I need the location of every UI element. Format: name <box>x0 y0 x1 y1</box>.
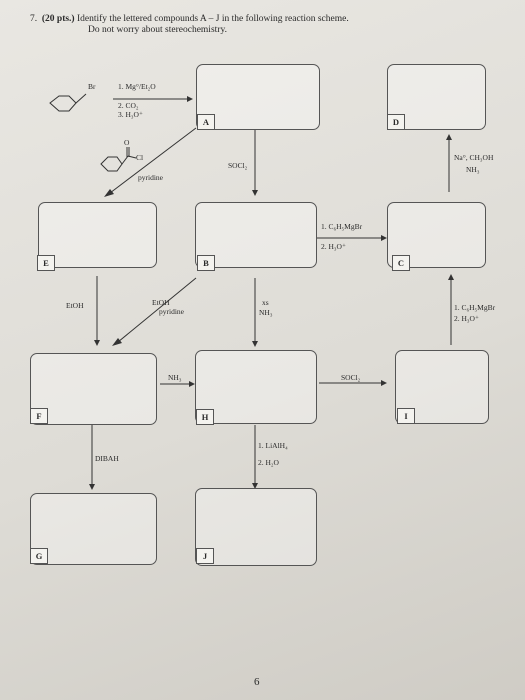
compound-box-h <box>195 350 317 424</box>
etoh-reagent-e: EtOH <box>66 301 84 310</box>
letter-j: J <box>196 548 214 564</box>
nh3-reagent-h: NH₃ <box>168 373 182 382</box>
etoh-reagent-b: EtOH <box>152 298 170 307</box>
compound-box-f <box>30 353 157 425</box>
bromo-label: Br <box>88 82 96 91</box>
pyridine-reagent-b: pyridine <box>159 307 184 316</box>
question-header: 7. (20 pts.) Identify the lettered compo… <box>30 14 349 36</box>
compound-box-g <box>30 493 157 565</box>
letter-f: F <box>30 408 48 424</box>
letter-e: E <box>37 255 55 271</box>
grignard-c-step2: 2. H₃O⁺ <box>454 314 479 323</box>
lialh4-step1: 1. LiAlH₄ <box>258 441 288 450</box>
compound-box-b <box>195 202 317 268</box>
letter-c: C <box>392 255 410 271</box>
letter-b: B <box>197 255 215 271</box>
letter-d: D <box>387 114 405 130</box>
question-line1: Identify the lettered compounds A – J in… <box>76 14 349 24</box>
pyridine-label: pyridine <box>138 173 163 182</box>
compound-box-e <box>38 202 157 268</box>
letter-i: I <box>397 408 415 424</box>
acyl-chlorine-label: Cl <box>136 153 144 162</box>
grignard-step1: 1. C₆H₅MgBr <box>321 222 363 231</box>
cyclohexyl-bromide-structure <box>49 93 87 112</box>
reagent-step3: 3. H₃O⁺ <box>118 110 143 119</box>
socl2-reagent-b: SOCl₂ <box>228 161 248 170</box>
nh3-excess-reagent: NH₃ <box>259 308 273 317</box>
grignard-step2: 2. H₃O⁺ <box>321 242 346 251</box>
question-points: (20 pts.) <box>41 14 75 24</box>
compound-box-j <box>195 488 317 566</box>
letter-g: G <box>30 548 48 564</box>
na-methanol-reagent: Na°, CH₃OH <box>454 153 494 162</box>
xs-label: xs <box>262 298 269 307</box>
question-line2: Do not worry about stereochemistry. <box>88 25 227 35</box>
acyl-chloride-structure <box>100 147 137 172</box>
dibah-reagent: DIBAH <box>95 454 119 463</box>
reagent-step2: 2. CO₂ <box>118 101 139 110</box>
lialh4-step2: 2. H₂O <box>258 458 279 467</box>
nh3-reagent-d: NH₃ <box>466 165 480 174</box>
letter-h: H <box>196 409 214 425</box>
compound-box-a <box>196 64 320 130</box>
socl2-reagent-i: SOCl₂ <box>341 373 361 382</box>
letter-a: A <box>197 114 215 130</box>
grignard-c-step1: 1. C₆H₅MgBr <box>454 303 496 312</box>
question-number: 7. <box>30 14 38 24</box>
reagent-step1: 1. Mg°/Et₂O <box>118 82 156 91</box>
page-number: 6 <box>254 676 260 688</box>
acyl-oxygen-label: O <box>124 138 130 147</box>
